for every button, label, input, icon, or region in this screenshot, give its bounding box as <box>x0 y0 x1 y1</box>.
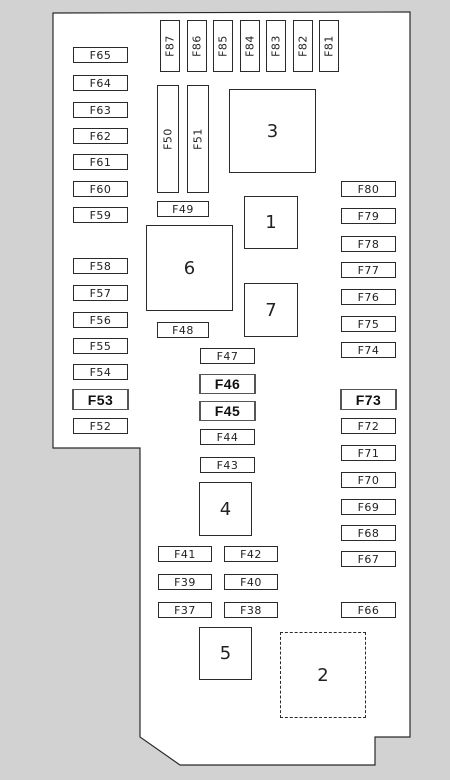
fuse-f53: F53 <box>72 389 129 410</box>
fuse-f50: F50 <box>157 85 179 193</box>
fuse-f54: F54 <box>73 364 128 380</box>
fuse-f59: F59 <box>73 207 128 223</box>
fuse-f62: F62 <box>73 128 128 144</box>
fuse-f64: F64 <box>73 75 128 91</box>
fuse-f43: F43 <box>200 457 255 473</box>
fuse-f49: F49 <box>157 201 209 217</box>
fuse-f68: F68 <box>341 525 396 541</box>
fuse-f61: F61 <box>73 154 128 170</box>
fuse-f37: F37 <box>158 602 212 618</box>
relay-6: 6 <box>146 225 233 311</box>
fuse-f58: F58 <box>73 258 128 274</box>
fuse-f51: F51 <box>187 85 209 193</box>
fuse-f65: F65 <box>73 47 128 63</box>
fuse-label: F50 <box>161 128 175 150</box>
fuse-f75: F75 <box>341 316 396 332</box>
relay-7: 7 <box>244 283 298 337</box>
fuse-f74: F74 <box>341 342 396 358</box>
fuse-f79: F79 <box>341 208 396 224</box>
fuse-label: F51 <box>191 128 205 150</box>
relay-2: 2 <box>280 632 366 718</box>
relay-3: 3 <box>229 89 316 173</box>
fuse-f39: F39 <box>158 574 212 590</box>
fuse-f83: F83 <box>266 20 286 72</box>
fuse-f52: F52 <box>73 418 128 434</box>
fuse-f42: F42 <box>224 546 278 562</box>
fuse-f76: F76 <box>341 289 396 305</box>
fuse-f44: F44 <box>200 429 255 445</box>
fuse-f73: F73 <box>340 389 397 410</box>
fuse-label: F81 <box>322 35 336 57</box>
fuse-f63: F63 <box>73 102 128 118</box>
fuse-f77: F77 <box>341 262 396 278</box>
fuse-label: F83 <box>269 35 283 57</box>
fuse-f70: F70 <box>341 472 396 488</box>
fuse-label: F82 <box>296 35 310 57</box>
fuse-f56: F56 <box>73 312 128 328</box>
fuse-f81: F81 <box>319 20 339 72</box>
fuse-f87: F87 <box>160 20 180 72</box>
fuse-f46: F46 <box>199 374 256 394</box>
fuse-f71: F71 <box>341 445 396 461</box>
relay-1: 1 <box>244 196 298 249</box>
fuse-label: F85 <box>216 35 230 57</box>
fuse-f86: F86 <box>187 20 207 72</box>
fuse-f84: F84 <box>240 20 260 72</box>
fuse-label: F87 <box>163 35 177 57</box>
fuse-label: F84 <box>243 35 257 57</box>
fuse-f40: F40 <box>224 574 278 590</box>
fuse-f80: F80 <box>341 181 396 197</box>
fuse-f48: F48 <box>157 322 209 338</box>
relay-4: 4 <box>199 482 252 536</box>
fuse-f55: F55 <box>73 338 128 354</box>
fuse-f45: F45 <box>199 401 256 421</box>
fuse-f82: F82 <box>293 20 313 72</box>
fuse-f57: F57 <box>73 285 128 301</box>
fuse-f78: F78 <box>341 236 396 252</box>
fuse-f72: F72 <box>341 418 396 434</box>
fuse-f38: F38 <box>224 602 278 618</box>
fuse-f66: F66 <box>341 602 396 618</box>
relay-5: 5 <box>199 627 252 680</box>
fuse-label: F86 <box>190 35 204 57</box>
fuse-f41: F41 <box>158 546 212 562</box>
fuse-f69: F69 <box>341 499 396 515</box>
fuse-f47: F47 <box>200 348 255 364</box>
fuse-f60: F60 <box>73 181 128 197</box>
fuse-f67: F67 <box>341 551 396 567</box>
fuse-f85: F85 <box>213 20 233 72</box>
